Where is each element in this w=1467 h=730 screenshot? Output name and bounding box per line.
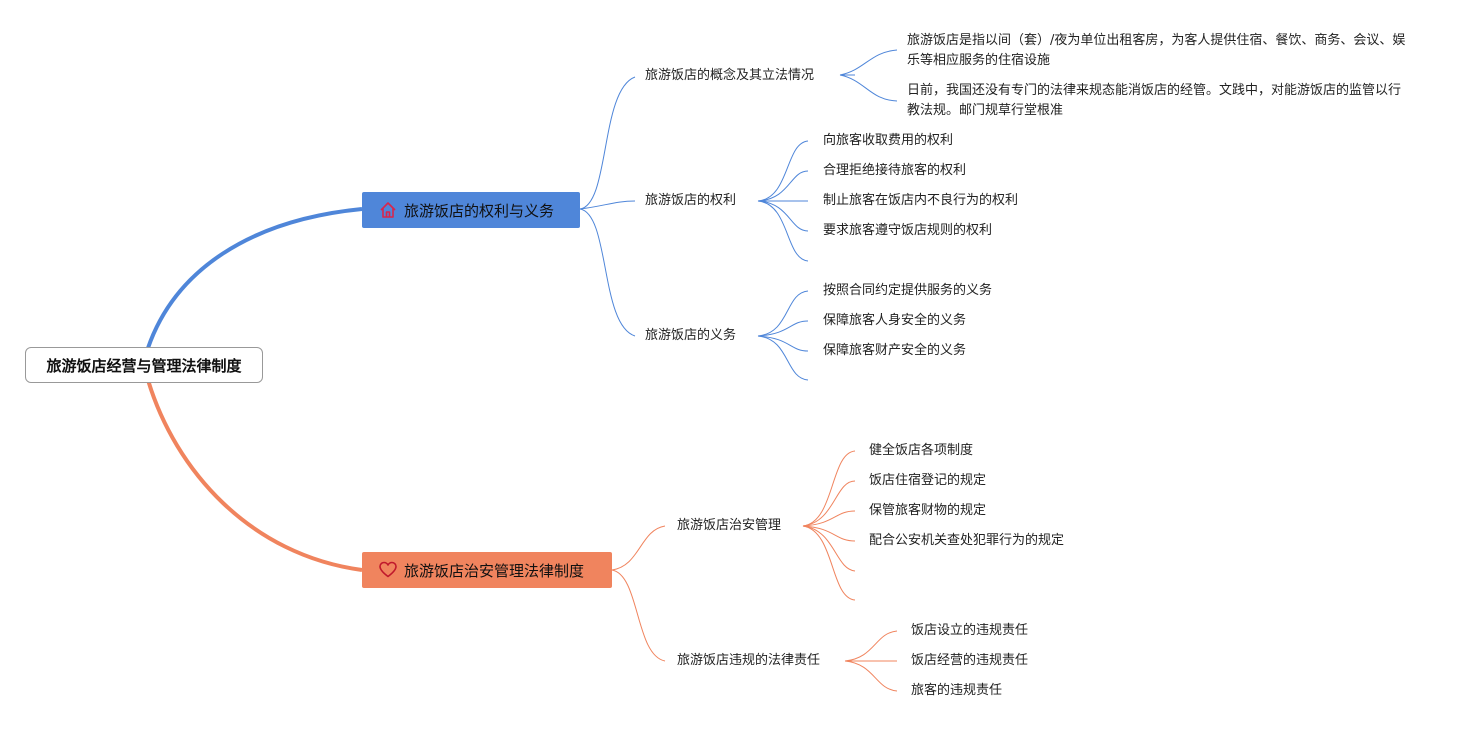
- branch1-to-rights-line: [579, 200, 636, 210]
- root-topic-label: 旅游饭店经营与管理法律制度: [46, 356, 242, 375]
- leaf-right-stop-misconduct[interactable]: 制止旅客在饭店内不良行为的权利: [823, 193, 1019, 208]
- root-to-branch-2-line: [146, 379, 363, 572]
- root-to-branch-1-line: [146, 207, 363, 349]
- leaf-right-charge-fees[interactable]: 向旅客收取费用的权利: [823, 133, 954, 148]
- leaf-operation-liability[interactable]: 饭店经营的违规责任: [911, 653, 1029, 668]
- leaf-right-refuse-guests[interactable]: 合理拒绝接待旅客的权利: [823, 163, 967, 178]
- topic-hotel-duties[interactable]: 旅游饭店的义务: [645, 328, 737, 343]
- leaf-legislation-status[interactable]: 日前，我国还没有专门的法律来规态能消饭店的经管。文践中，对能游饭店的监管以行教法…: [907, 83, 1402, 118]
- leaf-improve-systems[interactable]: 健全饭店各项制度: [869, 443, 974, 458]
- topic-hotel-rights[interactable]: 旅游饭店的权利: [645, 193, 737, 208]
- branch1-to-duties-line: [579, 208, 636, 337]
- topic-legal-liability[interactable]: 旅游饭店违规的法律责任: [677, 653, 821, 668]
- leaf-hotel-definition[interactable]: 旅游饭店是指以间（套）/夜为单位出租客房，为客人提供住宿、餐饮、商务、会议、娱乐…: [907, 33, 1406, 68]
- branch-hotel-rights-duties[interactable]: 旅游饭店的权利与义务: [362, 192, 580, 228]
- branch2-to-liability-line: [611, 569, 666, 662]
- leaf-establishment-liability[interactable]: 饭店设立的违规责任: [911, 623, 1029, 638]
- root-topic[interactable]: 旅游饭店经营与管理法律制度: [25, 347, 263, 383]
- branch-hotel-security-law-label: 旅游饭店治安管理法律制度: [404, 561, 585, 580]
- branch1-to-concept-line: [579, 76, 636, 210]
- leaf-duty-provide-service[interactable]: 按照合同约定提供服务的义务: [823, 283, 993, 298]
- leaf-duty-property-safety[interactable]: 保障旅客财产安全的义务: [823, 343, 967, 358]
- branch-hotel-rights-duties-label: 旅游饭店的权利与义务: [404, 201, 555, 220]
- leaf-cooperate-police[interactable]: 配合公安机关查处犯罪行为的规定: [869, 533, 1065, 548]
- leaf-guest-liability[interactable]: 旅客的违规责任: [911, 683, 1003, 698]
- leaf-duty-personal-safety[interactable]: 保障旅客人身安全的义务: [823, 313, 967, 328]
- topic-hotel-concept[interactable]: 旅游饭店的概念及其立法情况: [645, 68, 815, 83]
- heart-icon: [378, 560, 398, 580]
- leaf-property-custody-rules[interactable]: 保管旅客财物的规定: [869, 503, 987, 518]
- branch-hotel-security-law[interactable]: 旅游饭店治安管理法律制度: [362, 552, 612, 588]
- leaf-right-require-rules[interactable]: 要求旅客遵守饭店规则的权利: [823, 223, 993, 238]
- leaf-registration-rules[interactable]: 饭店住宿登记的规定: [869, 473, 987, 488]
- topic-security-management[interactable]: 旅游饭店治安管理: [677, 518, 782, 533]
- branch2-to-security-line: [611, 525, 666, 571]
- home-icon: [378, 200, 398, 220]
